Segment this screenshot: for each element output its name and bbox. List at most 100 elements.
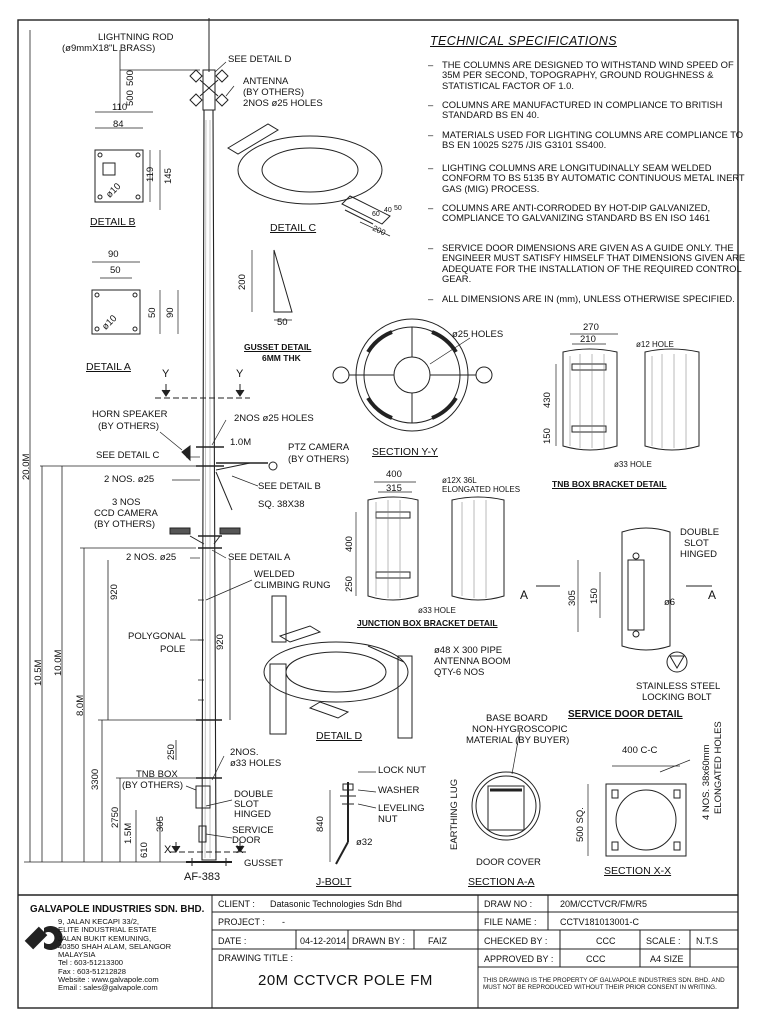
detail-a-dim-90: 90 — [108, 249, 119, 260]
detail-c-dim-40: 40 — [384, 207, 392, 214]
client-label: CLIENT : — [218, 899, 255, 909]
dim-10m: 10.0M — [53, 649, 64, 676]
ccd-camera-label: CCD CAMERA — [94, 508, 158, 519]
horn-speaker-label: HORN SPEAKER — [92, 409, 168, 420]
dim-2750: 2750 — [110, 806, 121, 828]
dim-500-b: 500 — [125, 70, 136, 86]
service-label: SERVICE — [232, 825, 274, 836]
detail-a-dim-90v: 90 — [165, 307, 176, 318]
client-value: Datasonic Technologies Sdn Bhd — [270, 899, 402, 909]
jbolt-nut: NUT — [378, 814, 398, 825]
antenna-label: ANTENNA — [243, 76, 289, 87]
jb-elong-2: ELONGATED HOLES — [442, 485, 521, 494]
jb-bracket-drawing — [355, 481, 505, 601]
dim-920-b: 920 — [215, 634, 226, 650]
slot-label: SLOT — [234, 799, 259, 810]
detail-c-dim-50: 50 — [394, 205, 402, 212]
gusset-drawing — [251, 249, 293, 321]
ptz-by-others: (BY OTHERS) — [288, 454, 350, 465]
saa-material: MATERIAL (BY BUYER) — [466, 735, 570, 746]
sxx-elong: ELONGATED HOLES — [713, 721, 724, 814]
sxx-nos: 4 NOS. 38x60mm — [701, 744, 712, 821]
detail-b-dim-145: 145 — [163, 168, 174, 184]
lightning-rod-label: LIGHTNING ROD — [98, 32, 174, 43]
spec-item: –SERVICE DOOR DIMENSIONS ARE GIVEN AS A … — [428, 242, 746, 285]
x-marker-right: X — [236, 844, 244, 856]
jbolt-phi32: ø32 — [356, 837, 373, 848]
holes-25-b: 2 NOS. ø25 — [126, 552, 177, 563]
drawing-title-label: DRAWING TITLE : — [218, 953, 294, 963]
dim-1-5m: 1.5M — [123, 822, 134, 844]
section-yy-drawing — [332, 318, 493, 432]
jbolt-title: J-BOLT — [316, 876, 352, 888]
sd-hinged: HINGED — [680, 549, 717, 560]
gusset-thk: 6MM THK — [262, 353, 301, 363]
saa-base-board: BASE BOARD — [486, 713, 548, 724]
company-address: 9, JALAN KECAPI 33/2, ELITE INDUSTRIAL E… — [58, 917, 172, 993]
jb-dim-250: 250 — [344, 576, 355, 592]
paper-size: A4 SIZE — [650, 954, 684, 964]
detail-c-dim-60: 60 — [372, 211, 380, 218]
spec-item: –MATERIALS USED FOR LIGHTING COLUMNS ARE… — [428, 129, 744, 151]
jbolt-leveling: LEVELING — [378, 803, 425, 814]
tnb-bracket-title: TNB BOX BRACKET DETAIL — [552, 479, 667, 489]
base-label: AF-383 — [184, 871, 221, 883]
section-xx-title: SECTION X-X — [604, 865, 672, 877]
tnb-box-label: TNB BOX — [136, 769, 178, 780]
detail-b-dim-119: 119 — [145, 166, 156, 182]
gusset-dim-50: 50 — [277, 317, 288, 328]
jbolt-washer: WASHER — [378, 785, 420, 796]
scale-label: SCALE : — [646, 936, 681, 946]
sxx-500sq: 500 SQ. — [575, 807, 586, 842]
sd-bolt-1: STAINLESS STEEL — [636, 681, 721, 692]
service-door-drawing — [536, 527, 712, 673]
spec-item: –ALL DIMENSIONS ARE IN (mm), UNLESS OTHE… — [428, 293, 735, 304]
dim-20m: 20.0M — [21, 453, 32, 480]
sq-38-label: SQ. 38X38 — [258, 499, 305, 510]
spec-item: –COLUMNS ARE ANTI-CORRODED BY HOT-DIP GA… — [428, 202, 711, 224]
jb-hole-33: ø33 HOLE — [418, 606, 456, 615]
detail-b-dim-110: 110 — [112, 102, 128, 113]
holes-33-label-a: 2NOS. — [230, 747, 259, 758]
dim-8m: 8.0M — [75, 694, 86, 716]
specs-title: TECHNICAL SPECIFICATIONS — [430, 34, 617, 48]
draw-no-label: DRAW NO : — [484, 899, 533, 909]
gusset-label: GUSSET — [244, 858, 284, 869]
dd-pipe: ø48 X 300 PIPE — [434, 645, 503, 656]
sd-phi6: ø6 — [664, 597, 676, 608]
x-marker-left: X — [164, 844, 172, 856]
detail-a-title: DETAIL A — [86, 361, 131, 373]
y-marker-right: Y — [236, 368, 244, 380]
detail-c-title: DETAIL C — [270, 222, 317, 234]
see-detail-a-label: SEE DETAIL A — [228, 552, 291, 563]
file-name-value: CCTV181013001-C — [560, 917, 640, 927]
antenna-holes-label: 2NOS ø25 HOLES — [243, 98, 323, 109]
see-detail-d-label: SEE DETAIL D — [228, 54, 292, 65]
saa-door-cover: DOOR COVER — [476, 857, 541, 868]
tnb-dim-210: 210 — [580, 334, 596, 345]
detail-b-drawing — [94, 111, 161, 210]
copyright-notice: THIS DRAWING IS THE PROPERTY OF GALVAPOL… — [483, 977, 725, 991]
horn-holes-label: 2NOS ø25 HOLES — [234, 413, 314, 424]
see-detail-c-label: SEE DETAIL C — [96, 450, 160, 461]
jb-dim-400: 400 — [386, 469, 402, 480]
section-aa-title: SECTION A-A — [468, 876, 535, 888]
horn-by-others: (BY OTHERS) — [98, 421, 160, 432]
draw-no-value: 20M/CCTVCR/FM/R5 — [560, 899, 648, 909]
detail-b-dim-84: 84 — [113, 119, 124, 130]
dim-610: 610 — [139, 842, 150, 858]
spec-item: –THE COLUMNS ARE DESIGNED TO WITHSTAND W… — [428, 59, 734, 91]
dim-500-a: 500 — [125, 90, 136, 106]
project-value: - — [282, 917, 285, 927]
spec-item: –LIGHTING COLUMNS ARE LONGITUDINALLY SEA… — [428, 162, 745, 194]
tnb-hole-12: ø12 HOLE — [636, 340, 674, 349]
sd-bolt-2: LOCKING BOLT — [642, 692, 712, 703]
jb-bracket-title: JUNCTION BOX BRACKET DETAIL — [357, 618, 498, 628]
hinged-label: HINGED — [234, 809, 271, 820]
scale-value: N.T.S — [696, 936, 719, 946]
tnb-hole-33: ø33 HOLE — [614, 460, 652, 469]
detail-a-dim-50v: 50 — [147, 307, 158, 318]
saa-non-hygro: NON-HYGROSCOPIC — [472, 724, 568, 735]
pole-dimension-lines — [24, 30, 232, 863]
tnb-dim-430: 430 — [542, 392, 553, 408]
